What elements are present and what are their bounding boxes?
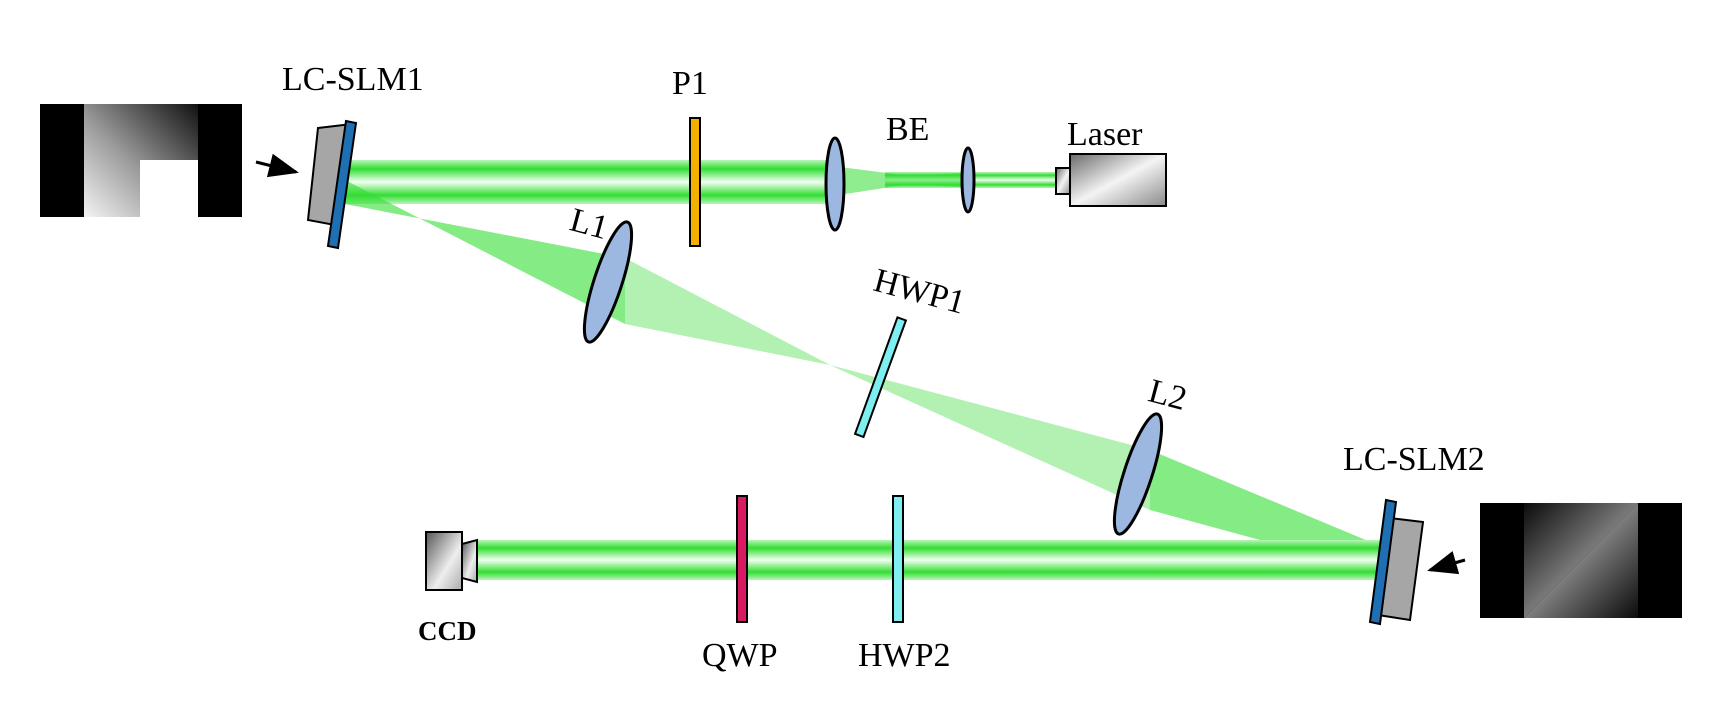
label-ccd: CCD [418, 616, 477, 646]
label-hwp1: HWP1 [870, 262, 969, 322]
lc-slm1 [306, 119, 358, 250]
ccd-camera [425, 531, 478, 591]
lens-l2 [1112, 412, 1164, 536]
label-p1: P1 [672, 65, 708, 102]
quarter-wave-plate [736, 495, 748, 623]
be-lens-2 [960, 146, 976, 214]
lens-l1 [582, 220, 634, 344]
label-l1: L1 [566, 201, 612, 247]
half-wave-plate-2 [892, 495, 904, 623]
arrow-to-slm2 [1427, 551, 1466, 575]
bottom-beam [472, 540, 1382, 580]
label-laser: Laser [1067, 116, 1143, 153]
label-l2: L2 [1145, 373, 1191, 419]
label-slm1: LC-SLM1 [282, 61, 424, 98]
label-slm2: LC-SLM2 [1343, 441, 1485, 478]
beam-expander-cone [832, 166, 975, 196]
diagonal-beam-l1 [345, 180, 830, 365]
arrow-to-slm1 [255, 153, 299, 178]
label-hwp2: HWP2 [858, 637, 951, 674]
half-wave-plate-1 [853, 316, 908, 439]
hologram-slm1 [40, 104, 242, 217]
label-be: BE [886, 111, 929, 148]
label-qwp: QWP [702, 637, 778, 674]
be-lens-1 [824, 136, 846, 232]
hologram-slm2 [1480, 503, 1682, 618]
polarizer-p1 [689, 117, 701, 247]
expanded-beam-top [345, 160, 835, 204]
lc-slm2 [1368, 498, 1425, 626]
laser-source [1055, 153, 1167, 207]
